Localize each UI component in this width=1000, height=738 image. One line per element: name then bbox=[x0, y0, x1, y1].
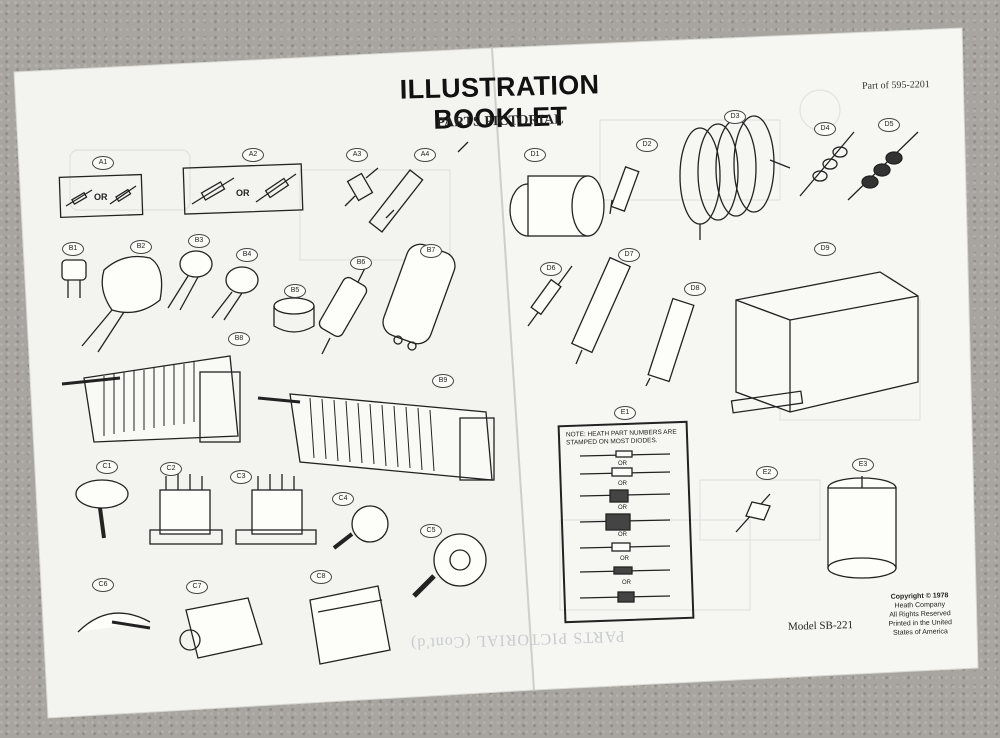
part-c4-rotary-switch bbox=[332, 505, 389, 550]
label-a3: A3 bbox=[346, 148, 368, 162]
label-d8: D8 bbox=[684, 282, 706, 296]
part-d8-wound-resistor bbox=[645, 297, 695, 387]
or-label-a1: OR bbox=[94, 192, 108, 202]
part-c6-wafer-switch bbox=[77, 612, 151, 633]
part-d4-choke bbox=[799, 131, 855, 197]
part-b9-variable-capacitor bbox=[257, 393, 495, 481]
diode-note: NOTE: HEATH PART NUMBERS ARE STAMPED ON … bbox=[565, 428, 677, 447]
part-b7-can-capacitor bbox=[382, 243, 456, 351]
part-b6-electrolytic-capacitor bbox=[318, 265, 368, 355]
part-e1-diode-box bbox=[557, 420, 695, 624]
label-d9: D9 bbox=[814, 242, 836, 256]
part-a3-capacitor bbox=[344, 167, 379, 207]
part-c3-switch bbox=[235, 474, 317, 545]
label-c1: C1 bbox=[96, 460, 118, 474]
label-b7: B7 bbox=[420, 244, 442, 258]
label-b1: B1 bbox=[62, 242, 84, 256]
or-label-e1-5: OR bbox=[620, 556, 629, 562]
part-b8-variable-capacitor bbox=[61, 355, 241, 443]
label-d2: D2 bbox=[636, 138, 658, 152]
label-d3: D3 bbox=[724, 110, 746, 124]
part-c5-rotary-switch bbox=[412, 533, 487, 598]
label-b2: B2 bbox=[130, 240, 152, 254]
part-d1-coil-form bbox=[509, 175, 605, 237]
label-b6: B6 bbox=[350, 256, 372, 270]
part-a4-resistor bbox=[368, 141, 469, 233]
part-d6-choke bbox=[527, 265, 573, 327]
label-d6: D6 bbox=[540, 262, 562, 276]
label-b4: B4 bbox=[236, 248, 258, 262]
part-b1-capacitor bbox=[61, 259, 87, 298]
part-c2-switch bbox=[149, 474, 223, 545]
label-a2: A2 bbox=[242, 148, 264, 162]
or-label-e1-3: OR bbox=[618, 505, 627, 511]
label-d7: D7 bbox=[618, 248, 640, 262]
copyright-block: Copyright © 1978 Heath Company All Right… bbox=[879, 591, 960, 638]
label-e3: E3 bbox=[852, 458, 874, 472]
label-b8: B8 bbox=[228, 332, 250, 346]
part-d3-air-coil bbox=[679, 115, 791, 240]
label-c5: C5 bbox=[420, 524, 442, 538]
part-d2-coil bbox=[609, 166, 640, 215]
model-number: Model SB-221 bbox=[787, 619, 854, 633]
label-d5: D5 bbox=[878, 118, 900, 132]
or-label-e1-6: OR bbox=[622, 580, 631, 586]
or-label-e1-2: OR bbox=[618, 481, 627, 487]
part-a1-resistors bbox=[58, 173, 144, 219]
printed-line: Printed in the United States of America bbox=[888, 619, 953, 637]
label-b5: B5 bbox=[284, 284, 306, 298]
or-label-e1-4: OR bbox=[618, 532, 627, 538]
label-c8: C8 bbox=[310, 570, 332, 584]
label-c3: C3 bbox=[230, 470, 252, 484]
part-b3-disc-capacitor bbox=[167, 250, 213, 311]
part-e3-tube bbox=[827, 476, 897, 579]
or-label-a2: OR bbox=[236, 188, 250, 198]
part-b2-capacitor bbox=[81, 255, 163, 353]
label-c4: C4 bbox=[332, 492, 354, 506]
label-c6: C6 bbox=[92, 578, 114, 592]
label-b3: B3 bbox=[188, 234, 210, 248]
label-d1: D1 bbox=[524, 148, 546, 162]
label-a4: A4 bbox=[414, 148, 436, 162]
label-c7: C7 bbox=[186, 580, 208, 594]
or-label-e1-1: OR bbox=[618, 461, 627, 467]
label-d4: D4 bbox=[814, 122, 836, 136]
part-a2-resistors bbox=[182, 163, 304, 215]
label-e1: E1 bbox=[614, 406, 636, 420]
part-e2-stud-diode bbox=[735, 493, 771, 533]
label-a1: A1 bbox=[92, 156, 114, 170]
part-c8-relay bbox=[309, 585, 391, 665]
label-c2: C2 bbox=[160, 462, 182, 476]
part-c7-relay bbox=[179, 597, 263, 659]
part-d7-resistor-coil bbox=[570, 256, 632, 365]
label-b9: B9 bbox=[432, 374, 454, 388]
part-d5-choke bbox=[847, 131, 919, 201]
part-c1-potentiometer bbox=[75, 479, 129, 539]
label-e2: E2 bbox=[756, 466, 778, 480]
part-b5-ferrite-core bbox=[273, 297, 315, 333]
part-d9-transformer bbox=[730, 271, 919, 414]
part-b4-disc-capacitor bbox=[211, 266, 259, 321]
